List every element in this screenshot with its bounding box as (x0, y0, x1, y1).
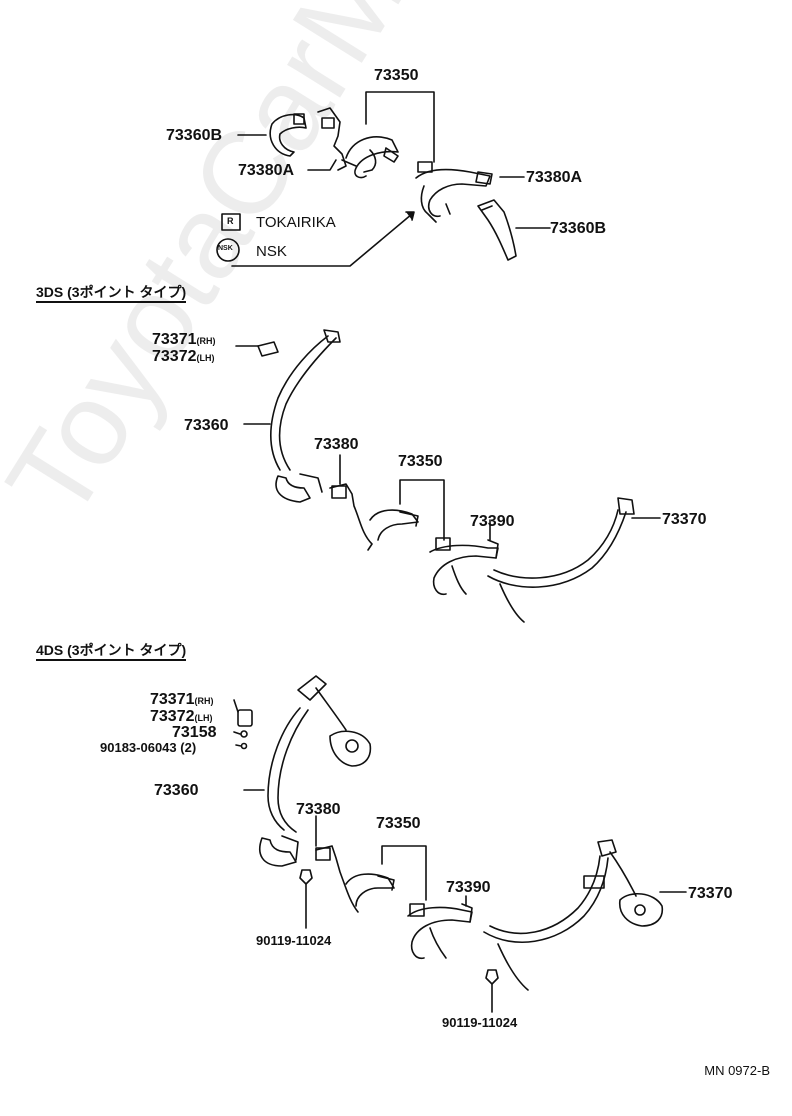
label-bot-73372-side: (LH) (194, 713, 213, 723)
label-mid-73380: 73380 (314, 436, 359, 453)
top-right-buckle (415, 168, 491, 218)
tokairika-mark (221, 213, 241, 231)
label-top-73360B-left: 73360B (166, 127, 223, 144)
section-3ds: 3DS (3ポイント タイプ) (36, 285, 187, 303)
top-left-73360B-part (269, 113, 307, 157)
mid-73350-buckle (369, 509, 419, 541)
label-bot-73372-group: 73372(LH) (150, 708, 213, 726)
bot-73360-retractor (258, 837, 297, 867)
brand-nsk: NSK (256, 243, 287, 260)
label-mid-73372: 73372 (152, 348, 197, 365)
label-mid-73360: 73360 (184, 417, 229, 434)
nsk-mark-text: NSK (218, 245, 233, 252)
brand-tokairika: TOKAIRIKA (256, 214, 336, 231)
bot-73158-nut (240, 730, 248, 738)
bot-73380-part (315, 845, 359, 913)
bot-bolt-right (485, 969, 499, 985)
top-73350-bracket (365, 91, 435, 163)
label-bot-73158: 73158 (172, 724, 217, 741)
bot-73371-bolt (237, 709, 253, 727)
label-bot-73350: 73350 (376, 815, 421, 832)
nsk-mark (216, 238, 240, 262)
label-bot-73370: 73370 (688, 885, 733, 902)
mid-73380-part (329, 483, 373, 551)
label-mid-73371-group: 73371(RH) (152, 331, 216, 349)
top-left-buckle (345, 136, 399, 179)
mid-73371-bolt (257, 341, 279, 357)
bot-73350-buckle (345, 873, 395, 907)
mid-73390-buckle (429, 544, 499, 596)
label-bot-73371: 73371 (150, 691, 195, 708)
label-bot-90119-left: 90119-11024 (256, 933, 332, 948)
label-bot-90183: 90183-06043 (100, 740, 177, 755)
label-top-73380A-left: 73380A (238, 162, 295, 179)
label-mid-73372-group: 73372(LH) (152, 348, 215, 366)
section-4ds: 4DS (3ポイント タイプ) (36, 643, 187, 661)
bot-bolt-left (299, 869, 313, 885)
mid-73360-belt (269, 335, 329, 471)
tokairika-mark-text: R (227, 216, 234, 226)
label-bot-90183-group: 90183-06043 (2) (100, 740, 196, 755)
label-bot-90183-qty: (2) (180, 740, 197, 755)
label-top-73360B-right: 73360B (550, 220, 607, 237)
label-bot-73380: 73380 (296, 801, 341, 818)
label-mid-73390: 73390 (470, 513, 515, 530)
label-top-73350: 73350 (374, 67, 419, 84)
mid-73370-belt (487, 511, 627, 588)
label-bot-90119-right: 90119-11024 (442, 1015, 518, 1030)
drawing-code: MN 0972-B (704, 1063, 770, 1078)
label-top-73380A-right: 73380A (526, 169, 583, 186)
bot-73360-belt (267, 707, 301, 831)
label-mid-73371-side: (RH) (196, 336, 216, 346)
top-left-73380A-part (317, 107, 347, 171)
label-mid-73372-side: (LH) (196, 353, 215, 363)
label-mid-73350: 73350 (398, 453, 443, 470)
mid-73360-retractor (275, 475, 311, 503)
label-bot-73390: 73390 (446, 879, 491, 896)
label-bot-73371-side: (RH) (194, 696, 214, 706)
bot-73360-upper (297, 675, 327, 701)
bot-73390-buckle (407, 906, 473, 960)
label-bot-73371-group: 73371(RH) (150, 691, 214, 709)
brand-arrow (231, 213, 413, 267)
top-right-73360B-part (477, 199, 517, 261)
bot-90183-washer (240, 742, 248, 750)
label-mid-73370: 73370 (662, 511, 707, 528)
label-bot-73372: 73372 (150, 708, 195, 725)
label-bot-73360: 73360 (154, 782, 199, 799)
label-mid-73371: 73371 (152, 331, 197, 348)
